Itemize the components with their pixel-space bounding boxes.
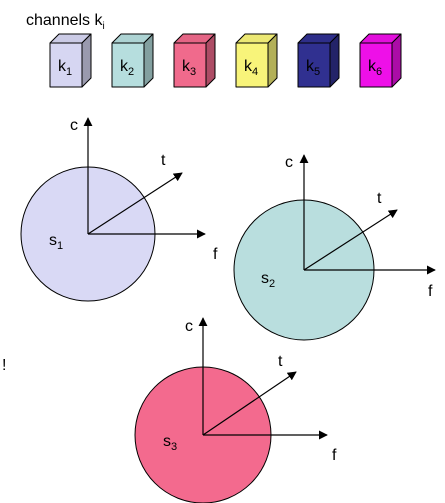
channel-cube-k3-front: [173, 42, 207, 88]
signal-s3-axis-t: [202, 371, 297, 436]
signal-s2-label-f: f: [428, 283, 433, 300]
signal-s3-label-f: f: [332, 447, 337, 464]
signal-s2-axis-t: [303, 209, 398, 271]
channel-cube-k2-front: [111, 42, 145, 88]
channel-label-k4: k4: [244, 58, 258, 78]
channel-cube-k6: k6: [359, 33, 402, 88]
channel-cube-k6-front: [359, 42, 393, 88]
signal-s1-label-t: t: [161, 152, 166, 169]
signal-s2-label-t: t: [377, 190, 382, 207]
channel-cube-k4-side: [267, 33, 278, 88]
channel-cube-k2-side: [143, 33, 154, 88]
channel-label-k5: k5: [306, 58, 320, 78]
channel-cube-k1-side: [81, 33, 92, 88]
signal-s2-label-c: c: [285, 154, 293, 171]
channel-cube-k2: k2: [111, 33, 154, 88]
channel-cube-k1: k1: [49, 33, 92, 88]
signal-s1: c t f s1: [20, 117, 218, 302]
channel-label-k3: k3: [182, 58, 196, 78]
signal-s1-label-f: f: [213, 246, 218, 263]
channel-cube-k4-front: [235, 42, 269, 88]
channel-cube-k1-front: [49, 42, 83, 88]
channel-cube-k6-side: [391, 33, 402, 88]
side-mark: !: [2, 357, 6, 374]
signal-s3-label-c: c: [185, 318, 193, 335]
channel-cube-k3: k3: [173, 33, 216, 88]
channel-label-k2: k2: [120, 58, 134, 78]
signal-s1-label: s1: [49, 232, 63, 252]
signal-s3: c t f s3: [134, 317, 337, 503]
channel-cube-k5-front: [297, 42, 331, 88]
signal-s3-label: s3: [163, 433, 177, 453]
signal-s2-label: s2: [261, 270, 275, 290]
signal-s1-label-c: c: [70, 117, 78, 134]
signal-s1-axis-t: [87, 172, 183, 235]
signal-s2: c t f s2: [233, 154, 436, 341]
channel-label-k1: k1: [58, 58, 72, 78]
channel-label-k6: k6: [368, 58, 382, 78]
channel-cube-k5-side: [329, 33, 340, 88]
channel-cubes: k1 k2 k3 k4 k5 k6: [49, 33, 402, 88]
signal-s3-label-t: t: [278, 353, 283, 370]
channel-cube-k5: k5: [297, 33, 340, 88]
channel-cube-k3-side: [205, 33, 216, 88]
channel-cube-k4: k4: [235, 33, 278, 88]
channels-title: channels ki: [26, 12, 105, 32]
